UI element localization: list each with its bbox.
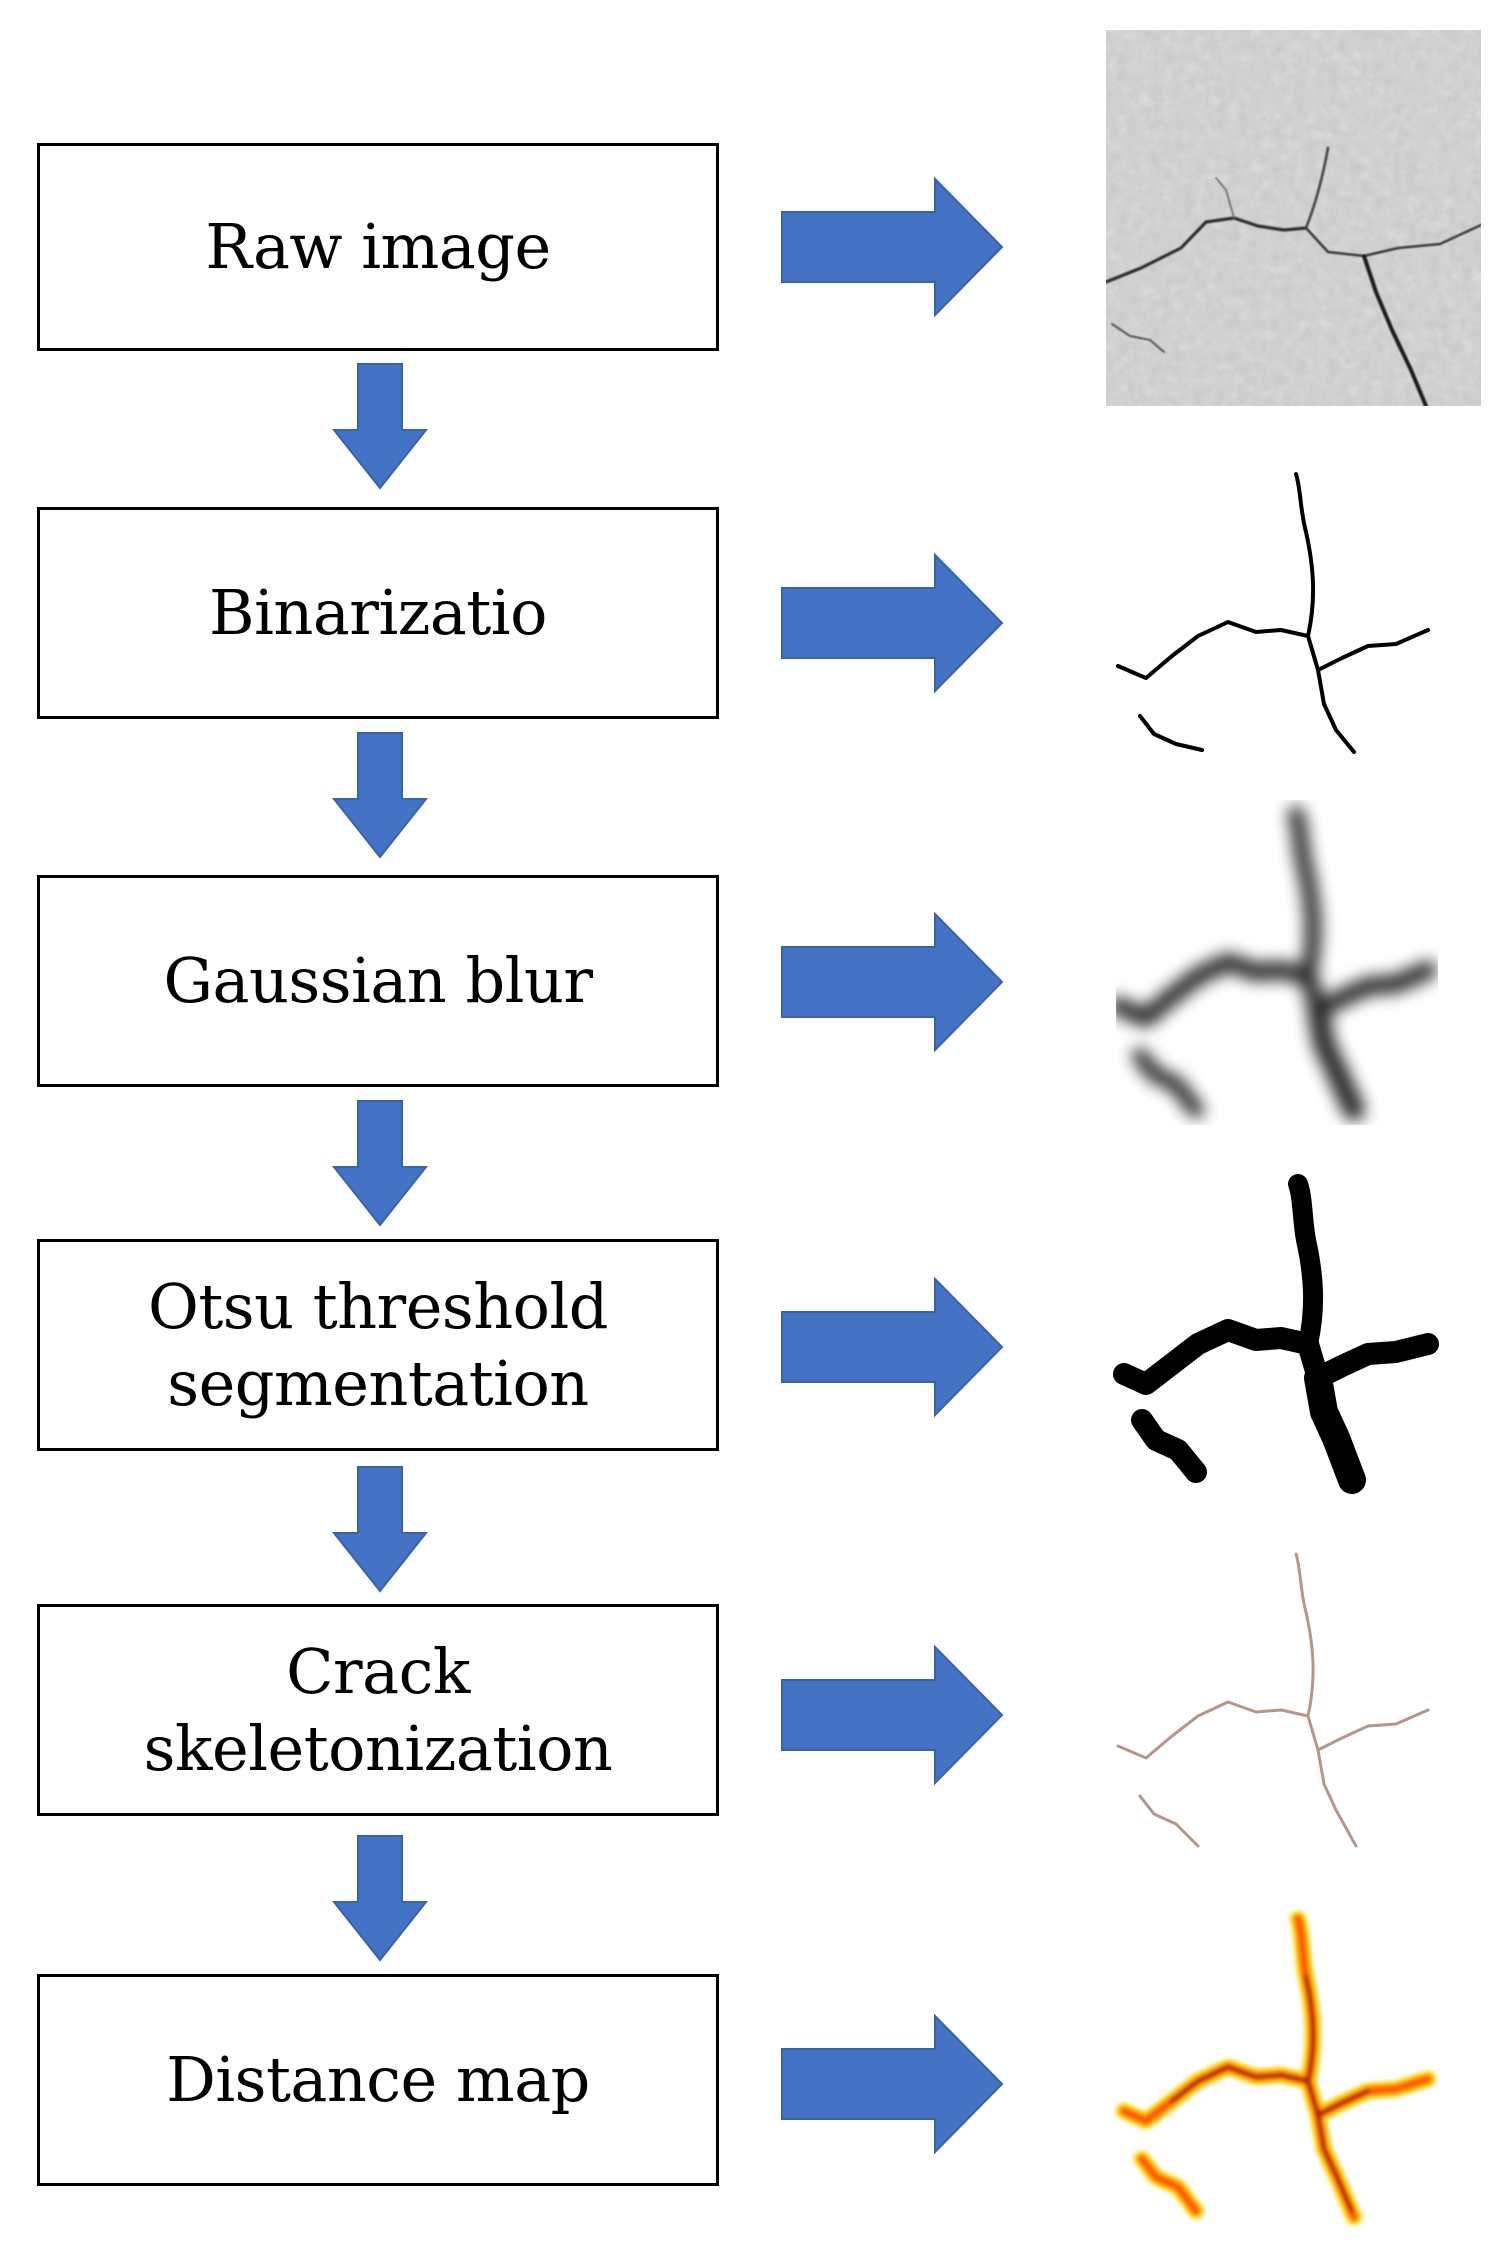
step-otsu-threshold: Otsu threshold segmentation	[37, 1239, 719, 1451]
step-raw-image: Raw image	[37, 143, 719, 351]
down-arrow-icon	[331, 1466, 429, 1593]
blurred-crack	[1116, 806, 1437, 1121]
step-label: Gaussian blur	[163, 944, 593, 1018]
otsu-segmented-crack	[1113, 1174, 1439, 1494]
step-crack-skeletonization: Crack skeletonization	[37, 1604, 719, 1816]
right-arrow-icon	[781, 1276, 1004, 1418]
right-arrow-icon	[781, 176, 1004, 318]
step-label: Binarizatio	[209, 576, 547, 650]
down-arrow-icon	[331, 1100, 429, 1227]
distance-map-crack	[1116, 1911, 1436, 2225]
right-arrow-icon	[781, 2013, 1004, 2155]
step-gaussian-blur: Gaussian blur	[37, 875, 719, 1087]
step-label: Crack skeletonization	[143, 1634, 613, 1786]
down-arrow-icon	[331, 363, 429, 490]
down-arrow-icon	[331, 1835, 429, 1962]
right-arrow-icon	[781, 1644, 1004, 1786]
step-distance-map: Distance map	[37, 1974, 719, 2186]
right-arrow-icon	[781, 552, 1004, 694]
raw-crack-photo	[1106, 30, 1481, 406]
down-arrow-icon	[331, 732, 429, 859]
skeletonized-crack	[1116, 1552, 1430, 1848]
step-label: Distance map	[166, 2043, 590, 2117]
step-binarization: Binarizatio	[37, 507, 719, 719]
right-arrow-icon	[781, 911, 1004, 1053]
step-label: Otsu threshold segmentation	[148, 1269, 608, 1421]
step-label: Raw image	[205, 210, 551, 284]
binarized-crack	[1116, 472, 1430, 754]
